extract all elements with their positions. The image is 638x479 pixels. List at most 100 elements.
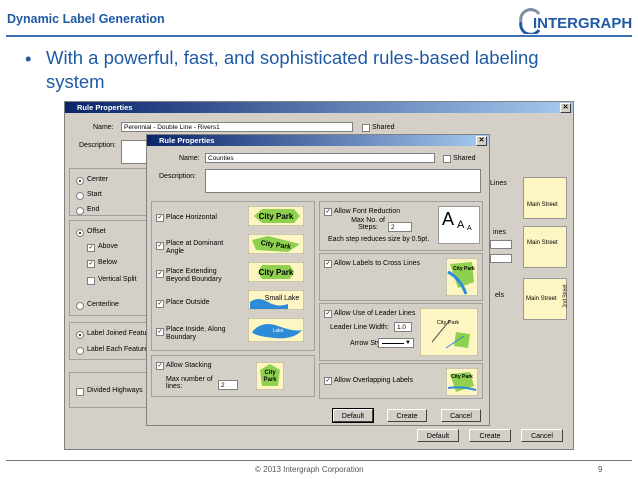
chevron-down-icon: ▼	[405, 340, 411, 346]
start-label: Start	[87, 191, 102, 198]
stacking-group: ✓ Allow Stacking Max number of lines: 2 …	[151, 355, 315, 397]
back-preview-3: Main Street 2nd Street	[523, 278, 569, 320]
max-steps-label: Max No. of Steps:	[351, 217, 385, 231]
place-outside-label: Place Outside	[166, 299, 210, 306]
place-dominant-angle-checkbox[interactable]: ✓	[156, 242, 164, 250]
end-radio[interactable]	[76, 207, 84, 215]
end-label: End	[87, 206, 100, 213]
centerline-radio[interactable]	[76, 302, 84, 310]
start-radio[interactable]	[76, 192, 84, 200]
close-icon[interactable]: ✕	[560, 103, 571, 113]
front-description-label: Description:	[159, 173, 196, 180]
place-dominant-angle-preview: City Park	[248, 234, 304, 254]
label-joined-label: Label Joined Featu	[87, 330, 147, 337]
allow-stacking-checkbox[interactable]: ✓	[156, 362, 164, 370]
leader-lines-preview	[420, 308, 478, 356]
place-outside-preview-text: Small Lake	[265, 295, 300, 302]
font-sample-medium: A	[457, 219, 465, 231]
allow-overlap-checkbox[interactable]: ✓	[324, 377, 332, 385]
front-cancel-button[interactable]: Cancel	[441, 409, 481, 422]
front-default-button[interactable]: Default	[332, 408, 374, 423]
back-preview-1: Main Street	[523, 177, 567, 219]
max-steps-field[interactable]: 2	[388, 222, 412, 232]
front-shared-label: Shared	[453, 155, 476, 162]
place-inside-label: Place Inside, Along Boundary	[166, 326, 226, 341]
place-extending-checkbox[interactable]: ✓	[156, 270, 164, 278]
back-dialog-titlebar: Rule Properties ✕	[65, 102, 573, 113]
overlap-preview-text: City Park	[451, 374, 473, 380]
rule-properties-dialog-front: Rule Properties ✕ Name: Counties Shared …	[146, 134, 490, 426]
stacking-preview-line-1: City	[264, 370, 276, 376]
offset-radio[interactable]	[76, 229, 84, 237]
front-create-button[interactable]: Create	[387, 409, 427, 422]
label-each-label: Label Each Feature	[87, 346, 149, 353]
back-shared-checkbox[interactable]	[362, 124, 370, 132]
place-inside-checkbox[interactable]: ✓	[156, 328, 164, 336]
allow-cross-lines-checkbox[interactable]: ✓	[324, 260, 332, 268]
place-dominant-angle-preview-text: City Park	[260, 240, 291, 251]
front-dialog-title: Rule Properties	[159, 136, 215, 145]
front-shared-checkbox[interactable]	[443, 155, 451, 163]
back-preview-3-vertical: 2nd Street	[562, 284, 569, 308]
font-sample-large: A	[442, 209, 455, 229]
back-create-button[interactable]: Create	[469, 429, 511, 442]
allow-leader-lines-label: Allow Use of Leader Lines	[334, 310, 416, 317]
place-horizontal-preview-text: City Park	[259, 212, 294, 221]
allow-stacking-label: Allow Stacking	[166, 362, 212, 369]
max-lines-field[interactable]: 2	[218, 380, 238, 390]
vertical-split-label: Vertical Split	[98, 276, 137, 283]
place-inside-preview-text: Lake	[273, 328, 284, 334]
back-right-field-1[interactable]	[490, 240, 512, 249]
allow-font-reduction-checkbox[interactable]: ✓	[324, 208, 332, 216]
place-inside-preview: Lake	[248, 318, 304, 342]
above-label: Above	[98, 243, 118, 250]
divided-group: Divided Highways	[69, 372, 153, 408]
place-horizontal-preview: City Park	[248, 206, 304, 226]
intergraph-logo: INTERGRAPH	[519, 8, 632, 34]
vertical-split-checkbox[interactable]	[87, 277, 95, 285]
back-right-field-2[interactable]	[490, 254, 512, 263]
step-note: Each step reduces size by 0.5pt.	[328, 236, 430, 243]
overlap-preview	[446, 368, 478, 396]
leader-lines-preview-text: City Park	[436, 320, 460, 326]
placement-group: ✓ Place Horizontal City Park ✓ Place at …	[151, 201, 315, 351]
arrow-style-label: Arrow Style:	[350, 340, 388, 347]
cross-lines-group: ✓ Allow Labels to Cross Lines City Park	[319, 253, 483, 301]
arrow-style-select[interactable]: ▼	[378, 338, 414, 348]
divided-highways-checkbox[interactable]	[76, 388, 84, 396]
label-joined-radio[interactable]	[76, 331, 84, 339]
slide-title: Dynamic Label Generation	[7, 12, 165, 26]
back-right-label-3: els	[495, 292, 504, 299]
allow-font-reduction-label: Allow Font Reduction	[334, 208, 401, 215]
back-shared-label: Shared	[372, 124, 395, 131]
bullet-marker: •	[25, 48, 32, 69]
back-default-button[interactable]: Default	[417, 429, 459, 442]
back-cancel-button[interactable]: Cancel	[521, 429, 563, 442]
place-horizontal-label: Place Horizontal	[166, 214, 217, 221]
above-checkbox[interactable]: ✓	[87, 244, 95, 252]
place-horizontal-checkbox[interactable]: ✓	[156, 214, 164, 222]
front-description-field[interactable]	[205, 169, 481, 193]
back-right-label-1: Lines	[490, 180, 507, 187]
center-label: Center	[87, 176, 109, 183]
close-icon[interactable]: ✕	[476, 136, 487, 146]
below-label: Below	[98, 259, 118, 266]
arrow-style-line	[382, 343, 404, 344]
place-outside-checkbox[interactable]: ✓	[156, 300, 164, 308]
front-name-field[interactable]: Counties	[205, 153, 435, 163]
font-sample-small: A	[467, 225, 472, 232]
center-radio[interactable]	[76, 177, 84, 185]
allow-leader-lines-checkbox[interactable]: ✓	[324, 310, 332, 318]
position-group: Center Start End	[69, 168, 153, 216]
place-outside-preview: Small Lake	[248, 290, 304, 310]
back-right-label-2: ines	[493, 229, 506, 236]
divided-highways-label: Divided Highways	[87, 387, 143, 394]
back-preview-2: Main Street	[523, 226, 567, 268]
label-each-radio[interactable]	[76, 347, 84, 355]
place-extending-preview: City Park	[248, 262, 304, 282]
below-checkbox[interactable]: ✓	[87, 260, 95, 268]
back-name-field[interactable]: Perennial - Double Line - Rivers1	[121, 122, 353, 132]
font-reduction-preview: A A A	[438, 206, 480, 244]
leader-width-field[interactable]: 1.0	[394, 322, 412, 332]
offset-label: Offset	[87, 228, 106, 235]
